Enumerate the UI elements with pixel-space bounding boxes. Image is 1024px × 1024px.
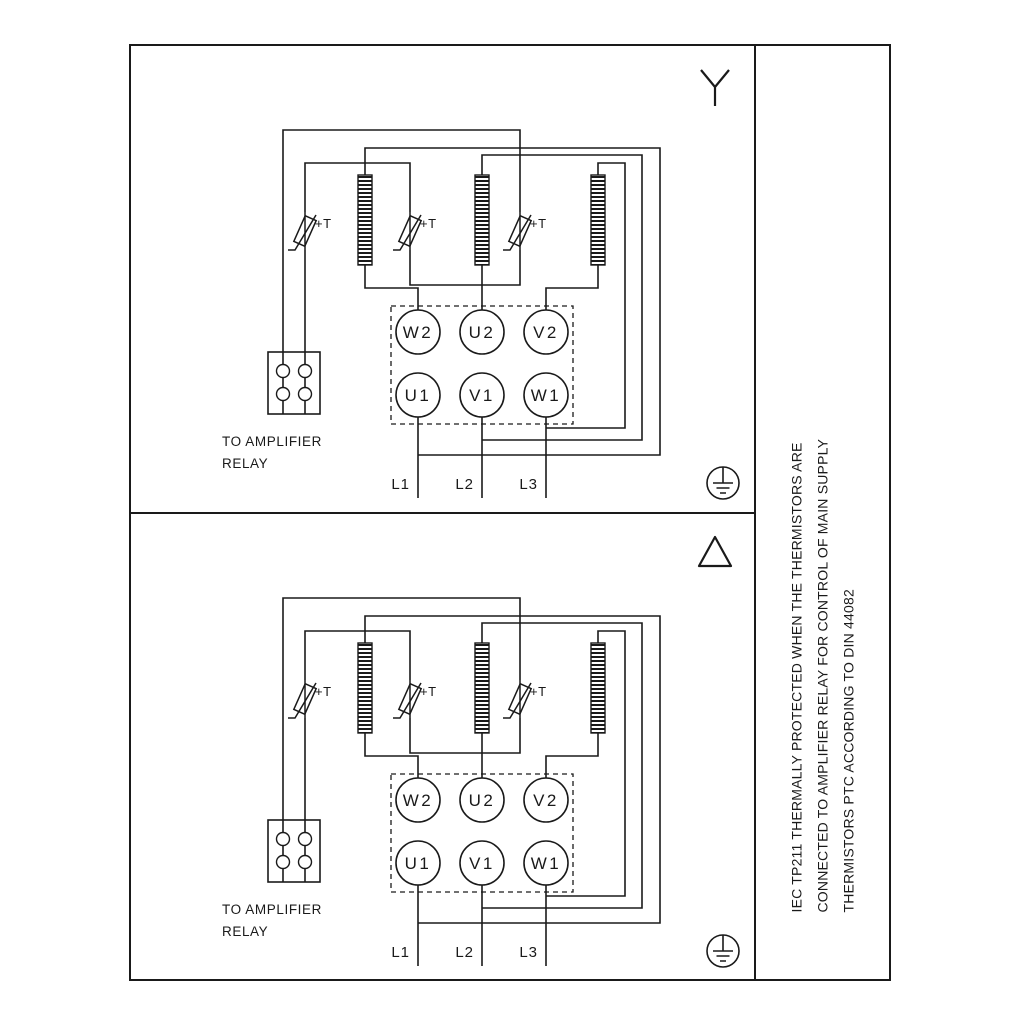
terminal-label-w2: W2	[403, 323, 434, 342]
thermistor-label: +T	[420, 684, 437, 699]
star-connection-icon	[700, 69, 730, 106]
delta-panel-graphics	[267, 597, 740, 968]
terminal-label-u1: U1	[405, 386, 432, 405]
terminal-label-u1: U1	[405, 854, 432, 873]
thermistor-label: +T	[420, 216, 437, 231]
terminal-label-v2: V2	[533, 791, 559, 810]
terminal-label-v1: V1	[469, 386, 495, 405]
supply-label-l3: L3	[519, 944, 538, 961]
supply-label-l2: L2	[455, 944, 474, 961]
thermistor-label: +T	[530, 684, 547, 699]
star-panel-graphics	[267, 129, 740, 500]
thermistor-label: +T	[530, 216, 547, 231]
terminal-label-v1: V1	[469, 854, 495, 873]
amplifier-note-line1: TO AMPLIFIER	[222, 434, 322, 449]
thermistor-label: +T	[315, 216, 332, 231]
delta-panel-labels: W2 U2 V2 U1 V1 W1 +T +T +T TO AMPLIFIER …	[222, 684, 562, 961]
supply-label-l2: L2	[455, 476, 474, 493]
terminal-label-u2: U2	[469, 791, 496, 810]
side-note-line-3: THERMISTORS PTC ACCORDING TO DIN 44082	[840, 589, 857, 913]
amplifier-note-line2: RELAY	[222, 456, 268, 471]
supply-label-l1: L1	[391, 476, 410, 493]
side-note: IEC TP211 THERMALLY PROTECTED WHEN THE T…	[784, 352, 862, 913]
terminal-label-w1: W1	[531, 854, 562, 873]
star-panel-labels: W2 U2 V2 U1 V1 W1 +T +T +T TO AMPLIFIER …	[222, 216, 562, 493]
delta-connection-icon	[697, 535, 733, 568]
amplifier-note-line1: TO AMPLIFIER	[222, 902, 322, 917]
side-note-line-1: IEC TP211 THERMALLY PROTECTED WHEN THE T…	[788, 442, 805, 913]
terminal-label-v2: V2	[533, 323, 559, 342]
supply-label-l1: L1	[391, 944, 410, 961]
terminal-label-w2: W2	[403, 791, 434, 810]
side-note-line-2: CONNECTED TO AMPLIFIER RELAY FOR CONTROL…	[814, 438, 831, 913]
terminal-label-w1: W1	[531, 386, 562, 405]
thermistor-label: +T	[315, 684, 332, 699]
supply-label-l3: L3	[519, 476, 538, 493]
terminal-label-u2: U2	[469, 323, 496, 342]
amplifier-note-line2: RELAY	[222, 924, 268, 939]
